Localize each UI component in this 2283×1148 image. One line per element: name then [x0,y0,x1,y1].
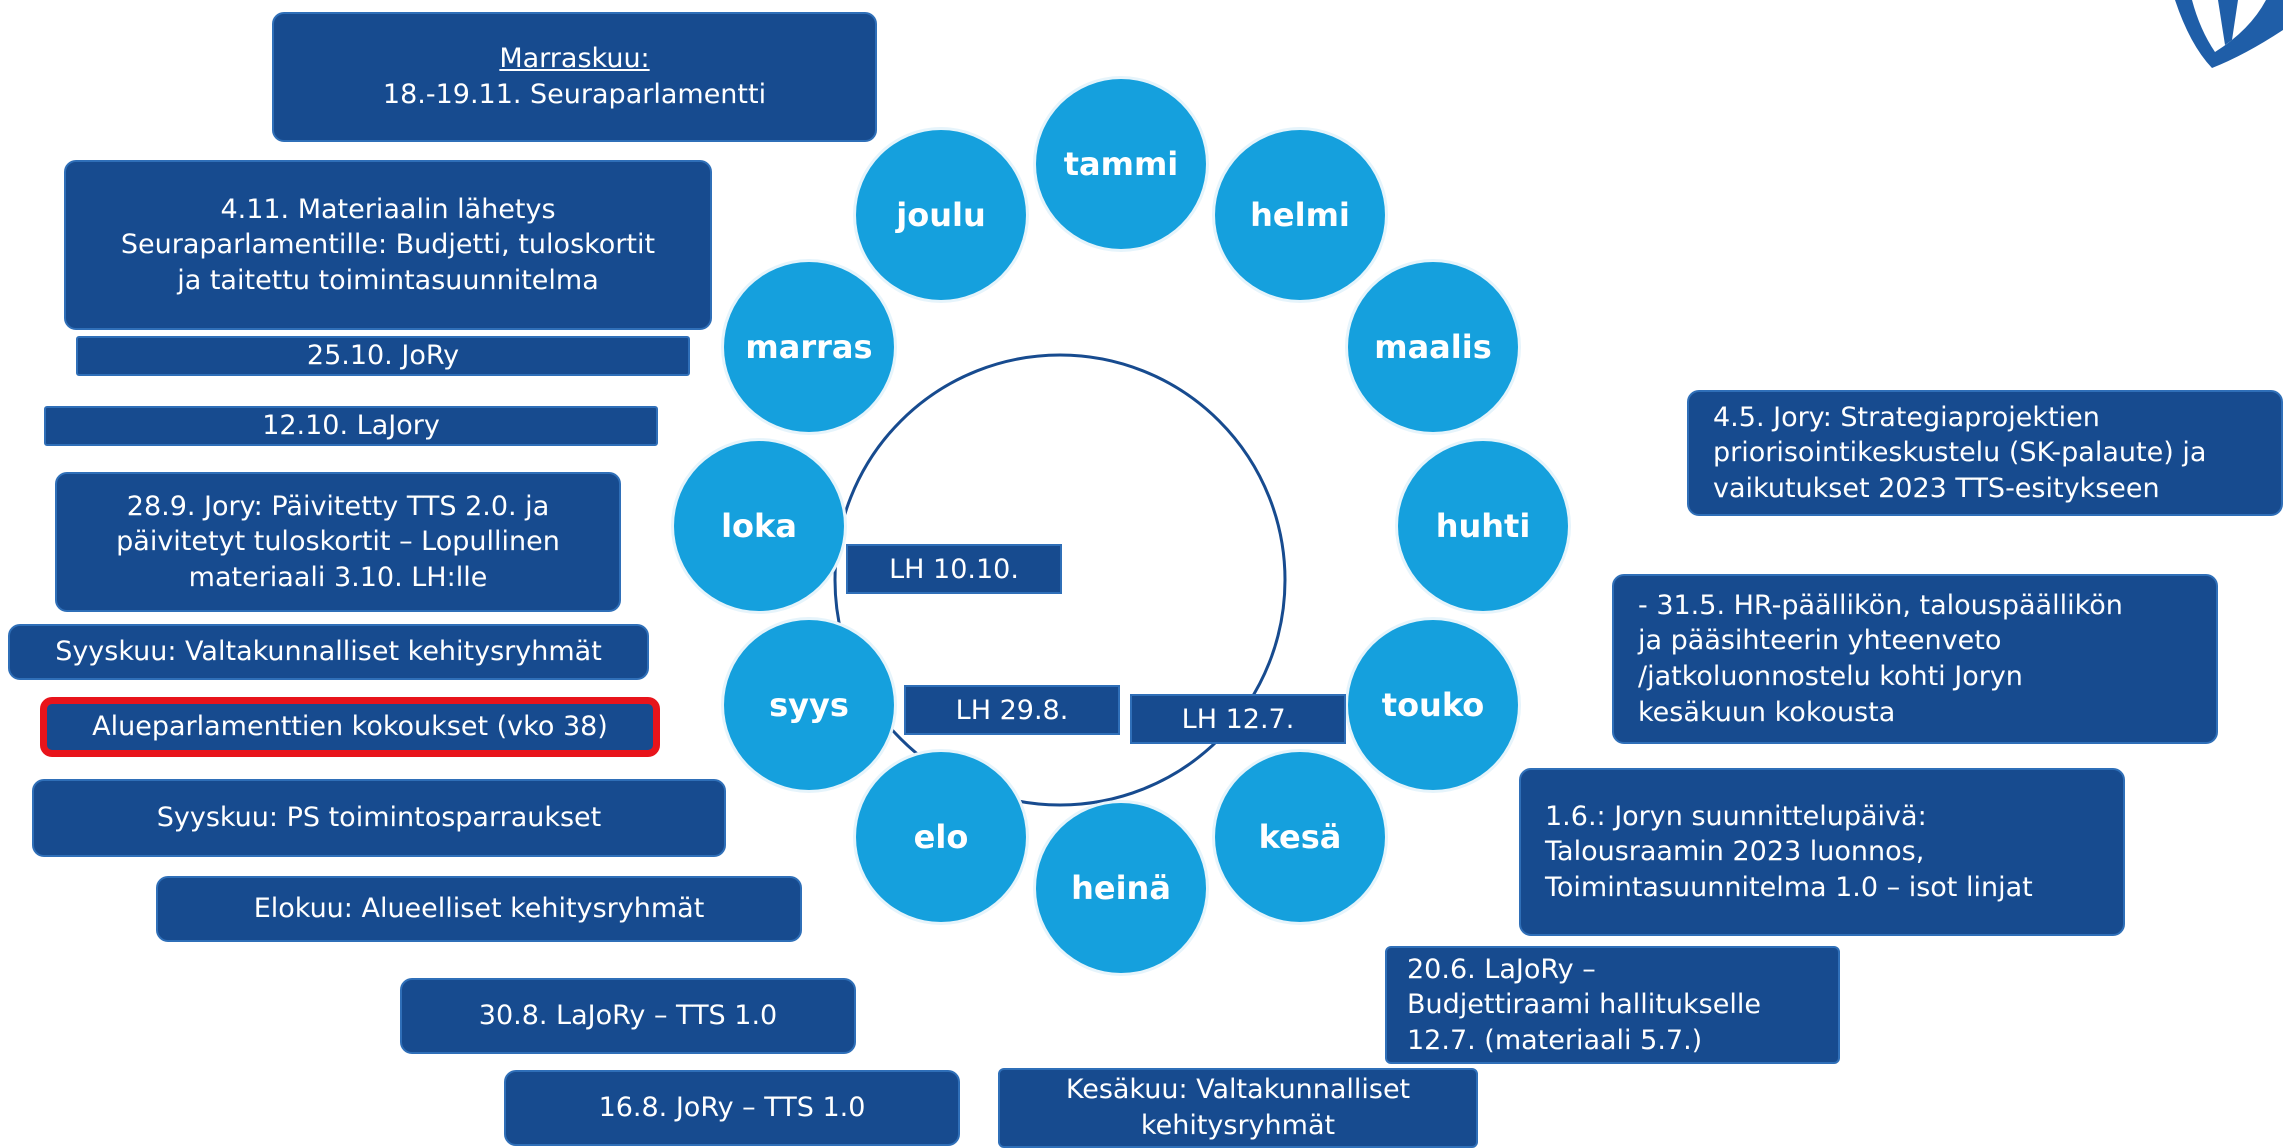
box-text: 28.9. Jory: Päivitetty TTS 2.0. ja [126,490,550,522]
box-text: 16.8. JoRy – TTS 1.0 [598,1092,866,1124]
lh-10-10-label: LH 10.10. [846,544,1062,594]
month-label: touko [1381,686,1485,724]
month-label: syys [769,686,849,724]
lh-12-7-label: LH 12.7. [1130,694,1346,744]
year-ring-circle [833,353,1287,807]
month-marras: marras [724,262,894,432]
box-text: Alueparlamenttien kokoukset (vko 38) [92,711,608,743]
box-text: 25.10. JoRy [306,340,460,372]
box-text: 4.11. Materiaalin lähetys [220,193,556,225]
month-syys: syys [724,620,894,790]
box-text: Kesäkuu: Valtakunnalliset [1065,1074,1411,1106]
box-text: Syyskuu: Valtakunnalliset kehitysryhmät [55,636,602,668]
box-text: Seuraparlamentille: Budjetti, tuloskorti… [120,229,656,261]
month-label: helmi [1250,196,1350,234]
box-text: ja taitettu toimintasuunnitelma [177,264,599,296]
box-text: 18.-19.11. Seuraparlamentti [382,79,767,110]
box-jory-4-5: 4.5. Jory: Strategiaprojektien priorisoi… [1687,390,2283,516]
month-kesa: kesä [1215,752,1385,922]
month-loka: loka [674,441,844,611]
lh-29-8-label: LH 29.8. [904,685,1120,735]
logo-shield-icon [2175,0,2283,68]
month-label: elo [913,818,969,856]
box-text: 4.5. Jory: Strategiaprojektien [1713,401,2100,433]
month-touko: touko [1348,620,1518,790]
box-text: vaikutukset 2023 TTS-esitykseen [1713,472,2160,504]
box-lajory-20-6: 20.6. LaJoRy – Budjettiraami hallituksel… [1385,946,1840,1064]
month-huhti: huhti [1398,441,1568,611]
box-text: kehitysryhmät [1140,1110,1336,1141]
box-text: priorisointikeskustelu (SK-palaute) ja [1713,437,2207,469]
month-label: heinä [1071,869,1171,907]
month-label: joulu [896,196,986,234]
box-text: 1.6.: Joryn suunnittelupäivä: [1545,800,1927,832]
box-jory-16-8: 16.8. JoRy – TTS 1.0 [504,1070,960,1146]
month-label: loka [721,507,797,545]
box-text: 12.7. (materiaali 5.7.) [1407,1024,1703,1056]
box-suunnittelupaiva-1-6: 1.6.: Joryn suunnittelupäivä: Talousraam… [1519,768,2125,936]
month-tammi: tammi [1036,79,1206,249]
box-text: päivitetyt tuloskortit – Lopullinen [116,526,560,558]
month-helmi: helmi [1215,130,1385,300]
box-marraskuu: Marraskuu: 18.-19.11. Seuraparlamentti [272,12,877,142]
box-text: Budjettiraami hallitukselle [1407,989,1761,1021]
month-label: huhti [1435,507,1531,545]
box-lajory-12-10: 12.10. LaJory [44,406,658,446]
box-heading: Marraskuu: [499,43,650,75]
lh-text: LH 29.8. [955,694,1069,726]
box-syyskuu-valtakunnalliset: Syyskuu: Valtakunnalliset kehitysryhmät [8,624,649,680]
box-text: Syyskuu: PS toimintosparraukset [156,802,602,834]
box-text: ja pääsihteerin yhteenveto [1638,625,2002,657]
month-label: maalis [1374,328,1492,366]
month-elo: elo [856,752,1026,922]
box-syyskuu-ps: Syyskuu: PS toimintosparraukset [32,779,726,857]
box-text: 12.10. LaJory [262,410,440,442]
box-elokuu-alueelliset: Elokuu: Alueelliset kehitysryhmät [156,876,802,942]
month-heina: heinä [1036,803,1206,973]
box-text: Toimintasuunnitelma 1.0 – isot linjat [1545,871,2033,903]
box-materiaali-4-11: 4.11. Materiaalin lähetys Seuraparlament… [64,160,712,330]
month-maalis: maalis [1348,262,1518,432]
box-text: 30.8. LaJoRy – TTS 1.0 [478,1000,778,1032]
lh-text: LH 12.7. [1181,703,1295,735]
box-text: kesäkuun kokousta [1638,696,1896,728]
month-label: marras [745,328,873,366]
box-text: /jatkoluonnostelu kohti Joryn [1638,661,2023,692]
box-alueparlamentit: Alueparlamenttien kokoukset (vko 38) [40,697,660,757]
box-lajory-30-8: 30.8. LaJoRy – TTS 1.0 [400,978,856,1054]
box-text: materiaali 3.10. LH:lle [188,561,488,593]
box-text: - 31.5. HR-päällikön, talouspäällikön [1638,589,2123,621]
box-kesakuu-valtakunnalliset: Kesäkuu: Valtakunnalliset kehitysryhmät [998,1068,1478,1148]
month-label: tammi [1063,145,1179,183]
box-hr-31-5: - 31.5. HR-päällikön, talouspäällikön ja… [1612,574,2218,744]
box-text: Elokuu: Alueelliset kehitysryhmät [253,893,705,925]
box-text: 20.6. LaJoRy – [1407,953,1596,985]
box-jory-25-10: 25.10. JoRy [76,336,690,376]
lh-text: LH 10.10. [889,553,1019,585]
box-text: Talousraamin 2023 luonnos, [1545,836,1925,868]
month-label: kesä [1258,818,1342,856]
month-joulu: joulu [856,130,1026,300]
box-jory-28-9: 28.9. Jory: Päivitetty TTS 2.0. ja päivi… [55,472,621,612]
